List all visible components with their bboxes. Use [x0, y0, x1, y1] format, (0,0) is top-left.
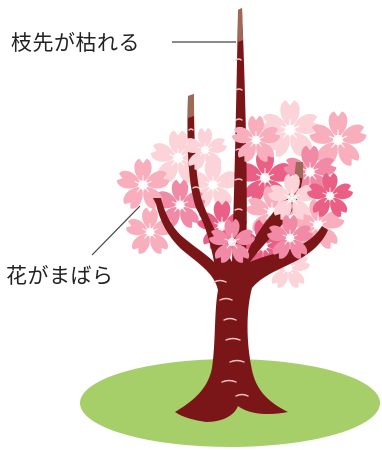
leader-line-bottom: [91, 205, 141, 256]
tree-trunk: [153, 8, 328, 422]
branch-tips-wither-label: 枝先が枯れる: [11, 31, 140, 55]
sparse-flowers-label: 花がまばら: [6, 264, 114, 288]
